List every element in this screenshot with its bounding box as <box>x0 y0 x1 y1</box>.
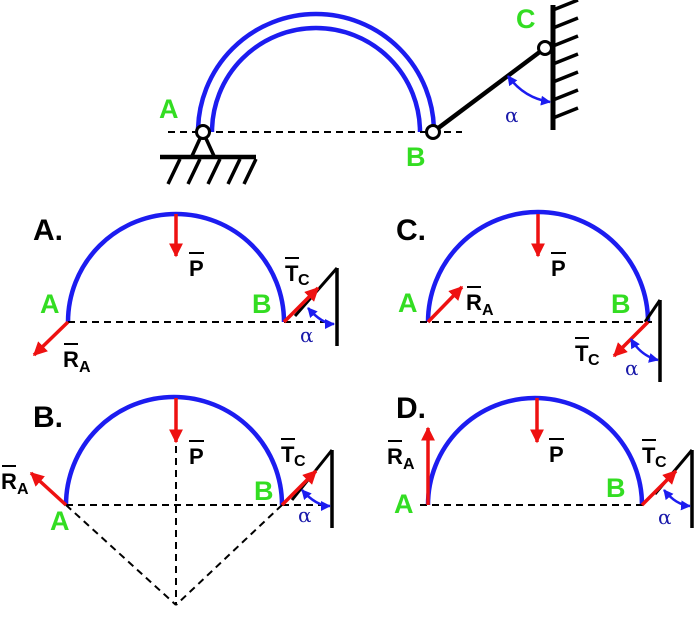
line-of-action-tc <box>175 504 283 606</box>
angle-alpha-arc <box>506 75 551 106</box>
svg-text:P: P <box>549 442 564 467</box>
rod-bc <box>431 46 547 134</box>
point-a-label: A <box>159 94 179 124</box>
force-tc-label: T C <box>281 438 306 470</box>
alpha-label: α <box>625 356 639 380</box>
angle-alpha-arc <box>629 338 659 363</box>
point-a-label: A <box>40 289 60 319</box>
svg-text:T: T <box>285 261 299 286</box>
angle-alpha-arc <box>663 489 691 511</box>
svg-text:A: A <box>79 359 91 376</box>
pin-support <box>160 124 258 185</box>
force-ra-label: R A <box>387 440 415 473</box>
svg-text:R: R <box>466 290 482 315</box>
angle-alpha-arc <box>307 307 335 329</box>
svg-text:T: T <box>575 341 589 366</box>
arch <box>425 209 651 323</box>
force-ra-arrow <box>32 320 70 357</box>
alpha-label: α <box>505 103 519 127</box>
svg-text:R: R <box>387 444 403 469</box>
option-letter: A. <box>33 214 63 247</box>
alpha-label: α <box>298 503 312 527</box>
point-a-label: A <box>50 506 70 536</box>
svg-text:A: A <box>17 481 29 498</box>
force-p-label: P <box>189 252 204 281</box>
force-p-label: P <box>549 438 564 467</box>
point-b-label: B <box>611 289 631 319</box>
point-b-label: B <box>254 476 274 506</box>
force-tc-arrow <box>280 469 318 507</box>
point-b-label: B <box>252 289 272 319</box>
point-a-label: A <box>394 489 414 519</box>
wall <box>550 0 579 130</box>
option-d: D. α A B P R A T C <box>387 392 694 529</box>
arch-outer <box>195 11 437 133</box>
svg-text:T: T <box>642 443 656 468</box>
svg-text:R: R <box>63 347 79 372</box>
force-ra-label: R A <box>63 343 91 376</box>
main-figure: α A B C <box>159 0 579 185</box>
svg-text:C: C <box>294 453 306 470</box>
hinge-c <box>537 40 553 56</box>
svg-text:P: P <box>189 444 204 469</box>
arch-inner <box>209 25 423 133</box>
svg-text:A: A <box>482 302 494 319</box>
arch <box>63 394 285 506</box>
option-a: A. α A B P T C R A <box>32 211 339 376</box>
force-ra-label: R A <box>1 465 29 498</box>
svg-text:P: P <box>551 256 566 281</box>
point-c-label: C <box>516 4 536 34</box>
alpha-label: α <box>658 505 672 529</box>
force-tc-label: T C <box>642 439 667 471</box>
force-ra-label: R A <box>466 286 494 319</box>
option-c: C. α A B P R A T C <box>396 209 662 382</box>
svg-text:P: P <box>189 256 204 281</box>
svg-text:T: T <box>281 442 295 467</box>
line-of-action-ra <box>65 504 177 606</box>
svg-text:R: R <box>1 469 17 494</box>
option-letter: B. <box>33 401 63 434</box>
force-tc-arrow <box>282 286 320 324</box>
point-b-label: B <box>606 473 626 503</box>
svg-text:C: C <box>655 454 667 471</box>
force-p-label: P <box>551 252 566 281</box>
force-tc-label: T C <box>285 257 310 289</box>
hinge-b <box>425 124 441 140</box>
force-tc-label: T C <box>575 337 600 369</box>
force-tc-arrow <box>640 469 678 507</box>
force-ra-arrow <box>29 471 68 507</box>
option-letter: D. <box>396 392 426 425</box>
point-b-label: B <box>406 142 426 172</box>
option-letter: C. <box>396 214 426 247</box>
force-ra-arrow <box>426 285 464 324</box>
svg-text:A: A <box>403 456 415 473</box>
svg-text:C: C <box>298 272 310 289</box>
wall-brace <box>643 299 662 323</box>
alpha-label: α <box>300 323 314 347</box>
svg-text:C: C <box>588 352 600 369</box>
angle-alpha-arc <box>301 489 331 511</box>
arch <box>425 395 645 506</box>
point-a-label: A <box>398 288 418 318</box>
hinge-a <box>195 124 211 140</box>
option-b: B. α A B P T C R A <box>1 394 334 606</box>
force-p-label: P <box>189 440 204 469</box>
